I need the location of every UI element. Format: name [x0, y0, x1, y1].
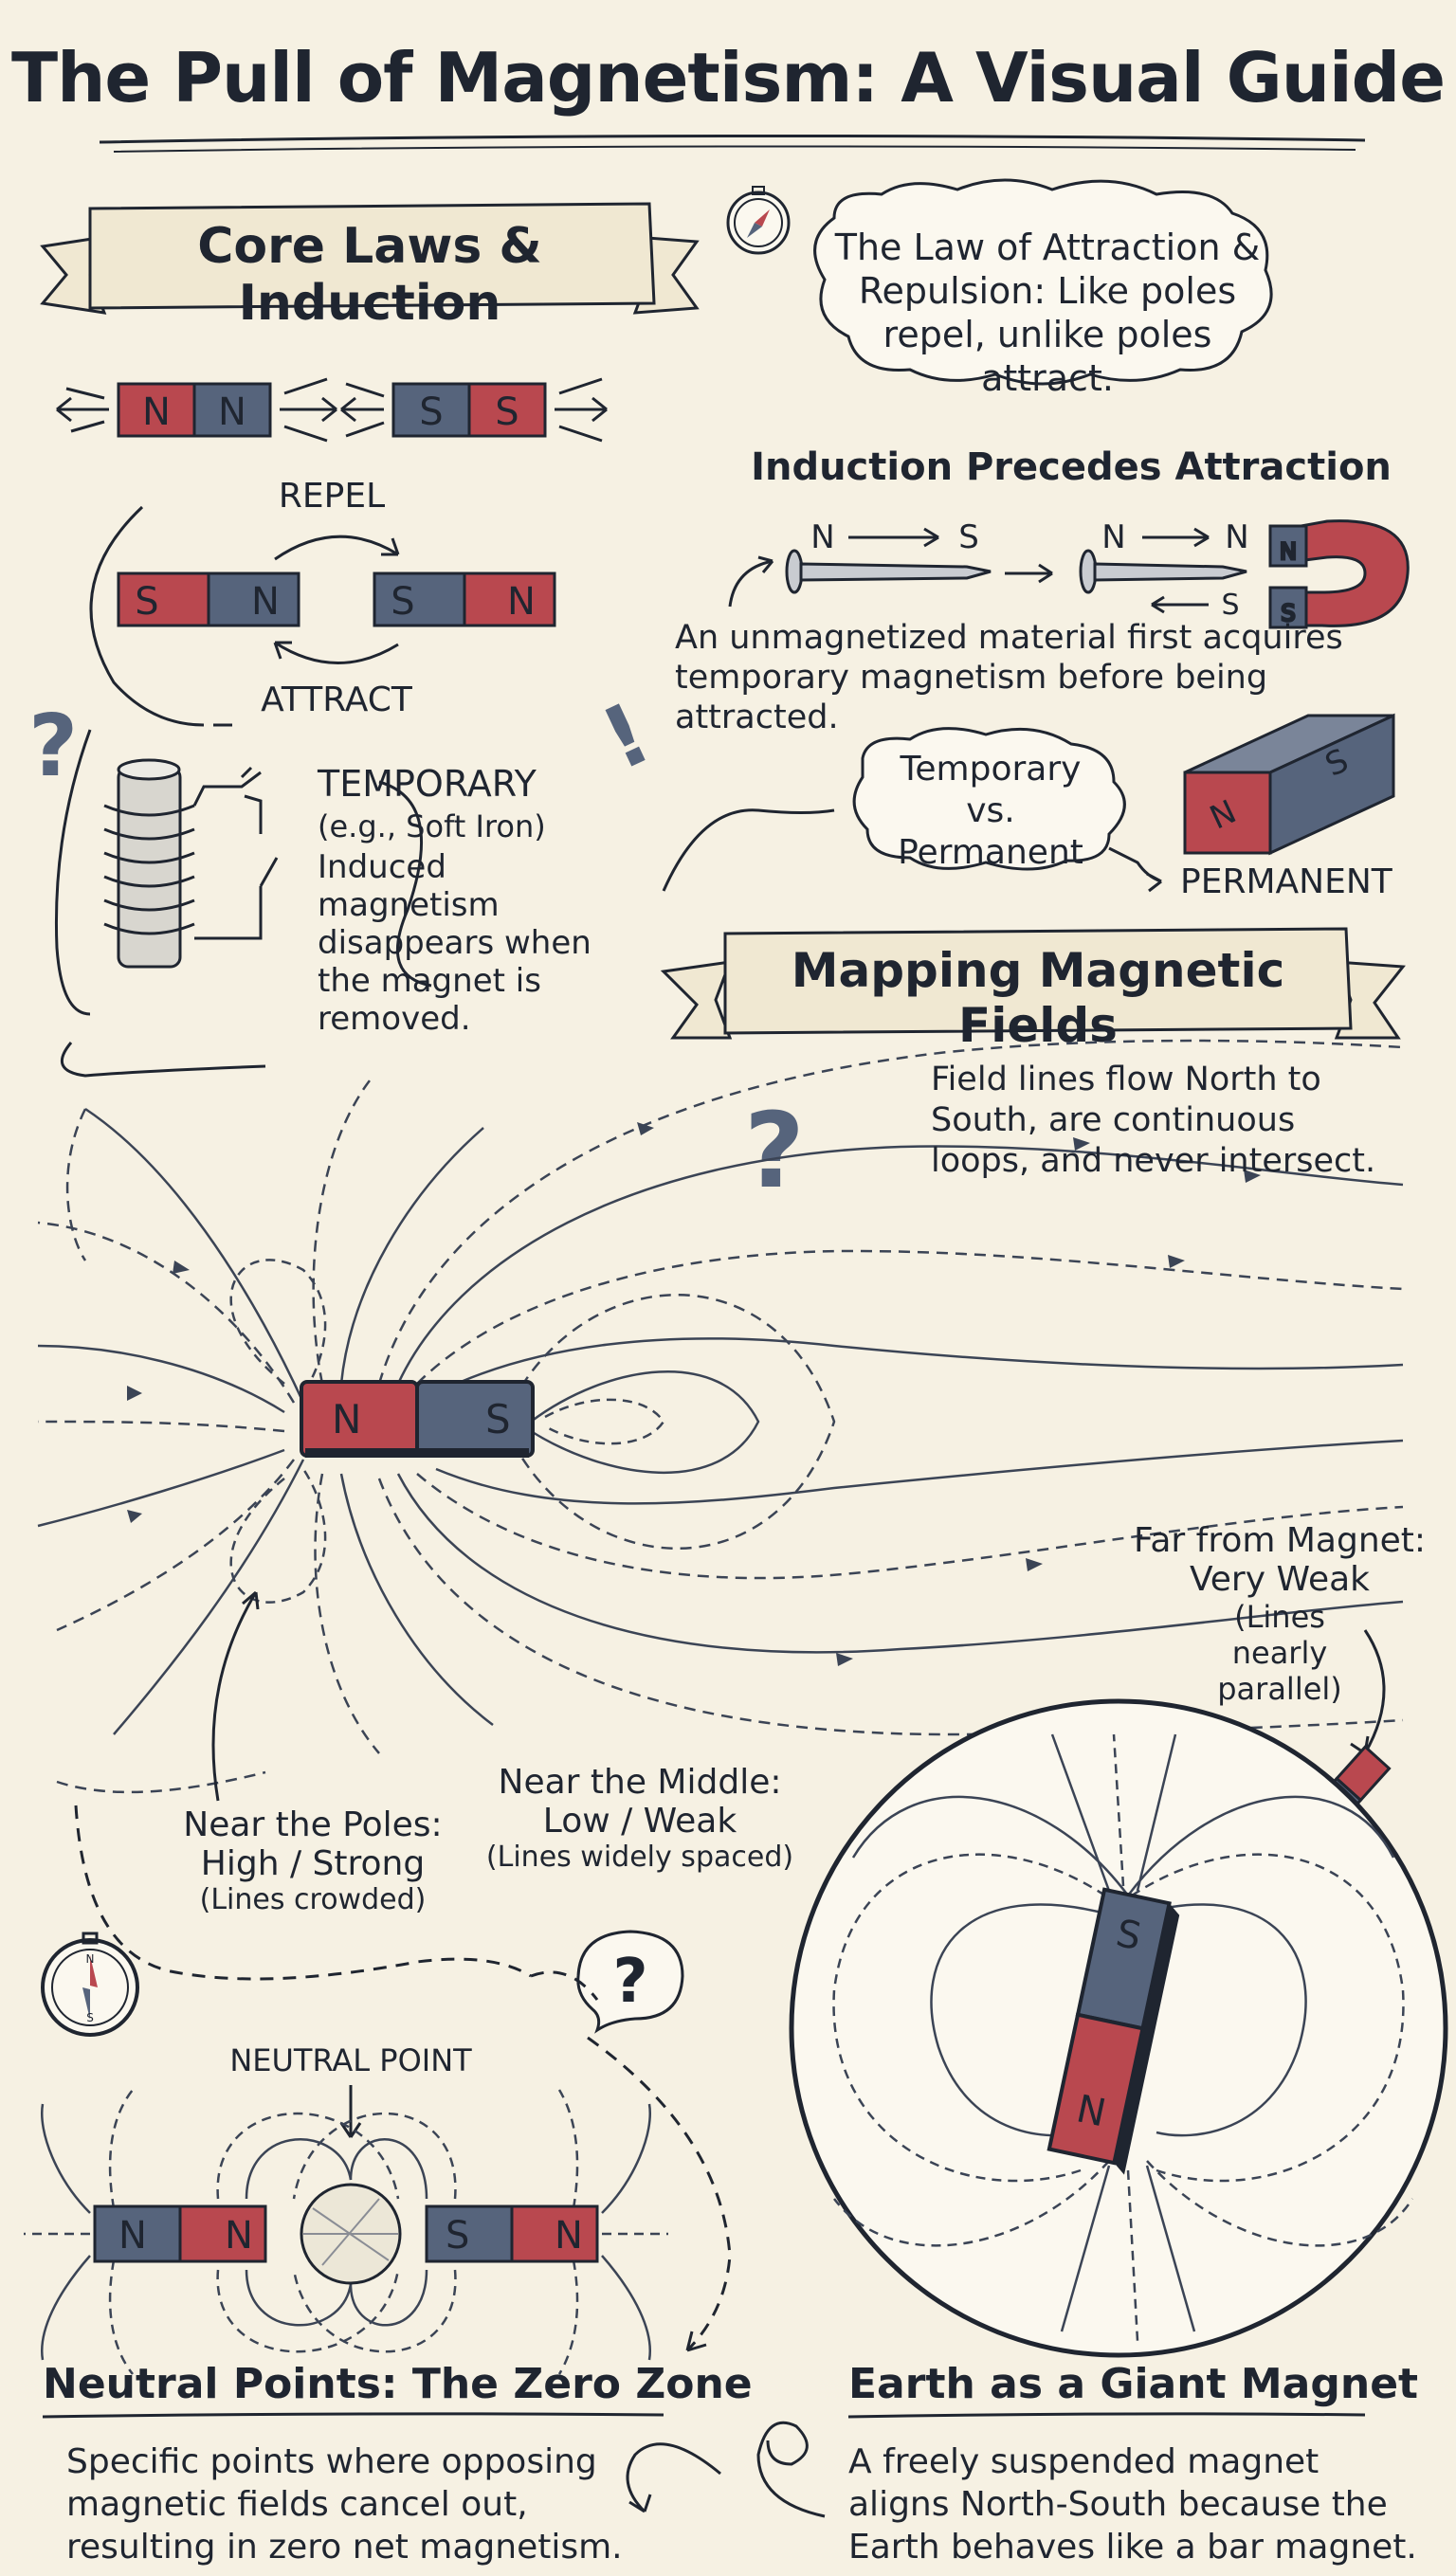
induction-title: Induction Precedes Attraction	[751, 445, 1392, 489]
svg-text:?: ?	[612, 1947, 647, 2017]
pole-n: N	[507, 580, 536, 624]
middle-strength: Low / Weak	[542, 1802, 737, 1841]
question-mark-icon: ?	[28, 697, 79, 796]
question-bubble-icon: ?	[576, 1930, 684, 2034]
earth-bar-magnet: S N	[1046, 1887, 1180, 2175]
pole-s: S	[495, 390, 519, 434]
svg-text:S: S	[1281, 600, 1295, 626]
neutral-point-label: NEUTRAL POINT	[229, 2042, 472, 2078]
attract-arrows	[89, 505, 400, 727]
attract-magnet-right: S N	[373, 571, 556, 627]
far-label-group: Far from Magnet: Very Weak (Lines nearly…	[1109, 1521, 1450, 1707]
neutral-description: Specific points where opposing magnetic …	[66, 2442, 623, 2567]
pole-s: S	[391, 580, 414, 624]
pole-n: N	[118, 2214, 147, 2258]
temporary-example: (e.g., Soft Iron)	[318, 808, 546, 844]
section-title-core-laws: Core Laws & Induction	[197, 218, 542, 332]
compass-icon: N S	[41, 1932, 139, 2037]
pole-n: N	[1225, 518, 1248, 556]
coil-windings	[103, 766, 279, 940]
svg-text:N: N	[1280, 538, 1297, 565]
attract-label: ATTRACT	[261, 680, 413, 719]
pole-n: N	[142, 390, 171, 434]
pole-s: S	[958, 518, 979, 556]
ribbon-mapping	[660, 927, 1406, 1040]
repel-arrows	[56, 377, 608, 443]
induction-description: An unmagnetized material first acquires …	[675, 619, 1343, 736]
pole-s: S	[1221, 589, 1239, 622]
repel-label: REPEL	[279, 477, 385, 516]
pole-n: N	[251, 580, 280, 624]
temporary-title: TEMPORARY	[318, 763, 537, 805]
middle-note: (Lines widely spaced)	[485, 1841, 794, 1874]
ribbon-core-laws	[40, 202, 700, 315]
question-mark-icon: ?	[744, 1090, 805, 1211]
pole-s: S	[419, 390, 443, 434]
pole-n: N	[1101, 518, 1125, 556]
pole-s: S	[446, 2214, 469, 2258]
field-lines-note: Field lines flow North to South, are con…	[931, 1061, 1376, 1180]
pole-n: N	[218, 390, 246, 434]
temporary-description: Induced magnetism disappears when the ma…	[318, 848, 592, 1038]
page-title: The Pull of Magnetism: A Visual Guide	[10, 38, 1446, 118]
attract-magnet-left: S N	[117, 571, 300, 627]
temp-perm-cloud	[852, 727, 1126, 871]
section-title-earth: Earth as a Giant Magnet	[848, 2360, 1419, 2408]
pole-n: N	[810, 518, 834, 556]
svg-text:S: S	[86, 2011, 94, 2024]
pole-s: S	[485, 1396, 511, 1442]
nail-unmagnetized	[785, 549, 992, 594]
repel-magnet-right: S S	[391, 382, 547, 438]
temp-vs-perm-text: Temporary vs. Permanent	[898, 750, 1083, 872]
section-title-neutral: Neutral Points: The Zero Zone	[43, 2360, 753, 2408]
compass-icon	[726, 186, 791, 255]
field-arrowheads	[127, 1122, 1261, 1666]
section-title-mapping: Mapping Magnetic Fields	[791, 943, 1285, 1053]
pole-n: N	[225, 2214, 253, 2258]
repel-magnet-left: N N	[117, 382, 272, 438]
neutral-magnet-right: S N	[425, 2204, 599, 2263]
earth-description: A freely suspended magnet aligns North-S…	[848, 2442, 1417, 2567]
far-heading: Far from Magnet:	[1133, 1521, 1427, 1560]
svg-text:N: N	[86, 1952, 95, 1966]
pole-n: N	[555, 2214, 583, 2258]
permanent-label: PERMANENT	[1180, 862, 1392, 901]
horseshoe-magnet: N S	[1268, 519, 1410, 629]
poles-heading: Near the Poles:	[183, 1805, 443, 1844]
law-bubble-text: The Law of Attraction & Repulsion: Like …	[834, 227, 1261, 399]
neutral-magnet-left: N N	[93, 2204, 267, 2263]
far-strength: Very Weak	[1189, 1560, 1371, 1599]
poles-strength: High / Strong	[200, 1844, 426, 1883]
pole-s: S	[135, 580, 158, 624]
nail-magnetized	[1079, 549, 1247, 594]
poles-label-group: Near the Poles: High / Strong (Lines cro…	[156, 1805, 469, 1916]
law-bubble-cloud	[813, 178, 1273, 386]
pole-n: N	[332, 1396, 361, 1442]
far-note: (Lines nearly parallel)	[1217, 1599, 1342, 1707]
middle-label-group: Near the Middle: Low / Weak (Lines widel…	[479, 1763, 801, 1874]
poles-note: (Lines crowded)	[199, 1883, 427, 1916]
middle-heading: Near the Middle:	[498, 1763, 782, 1802]
